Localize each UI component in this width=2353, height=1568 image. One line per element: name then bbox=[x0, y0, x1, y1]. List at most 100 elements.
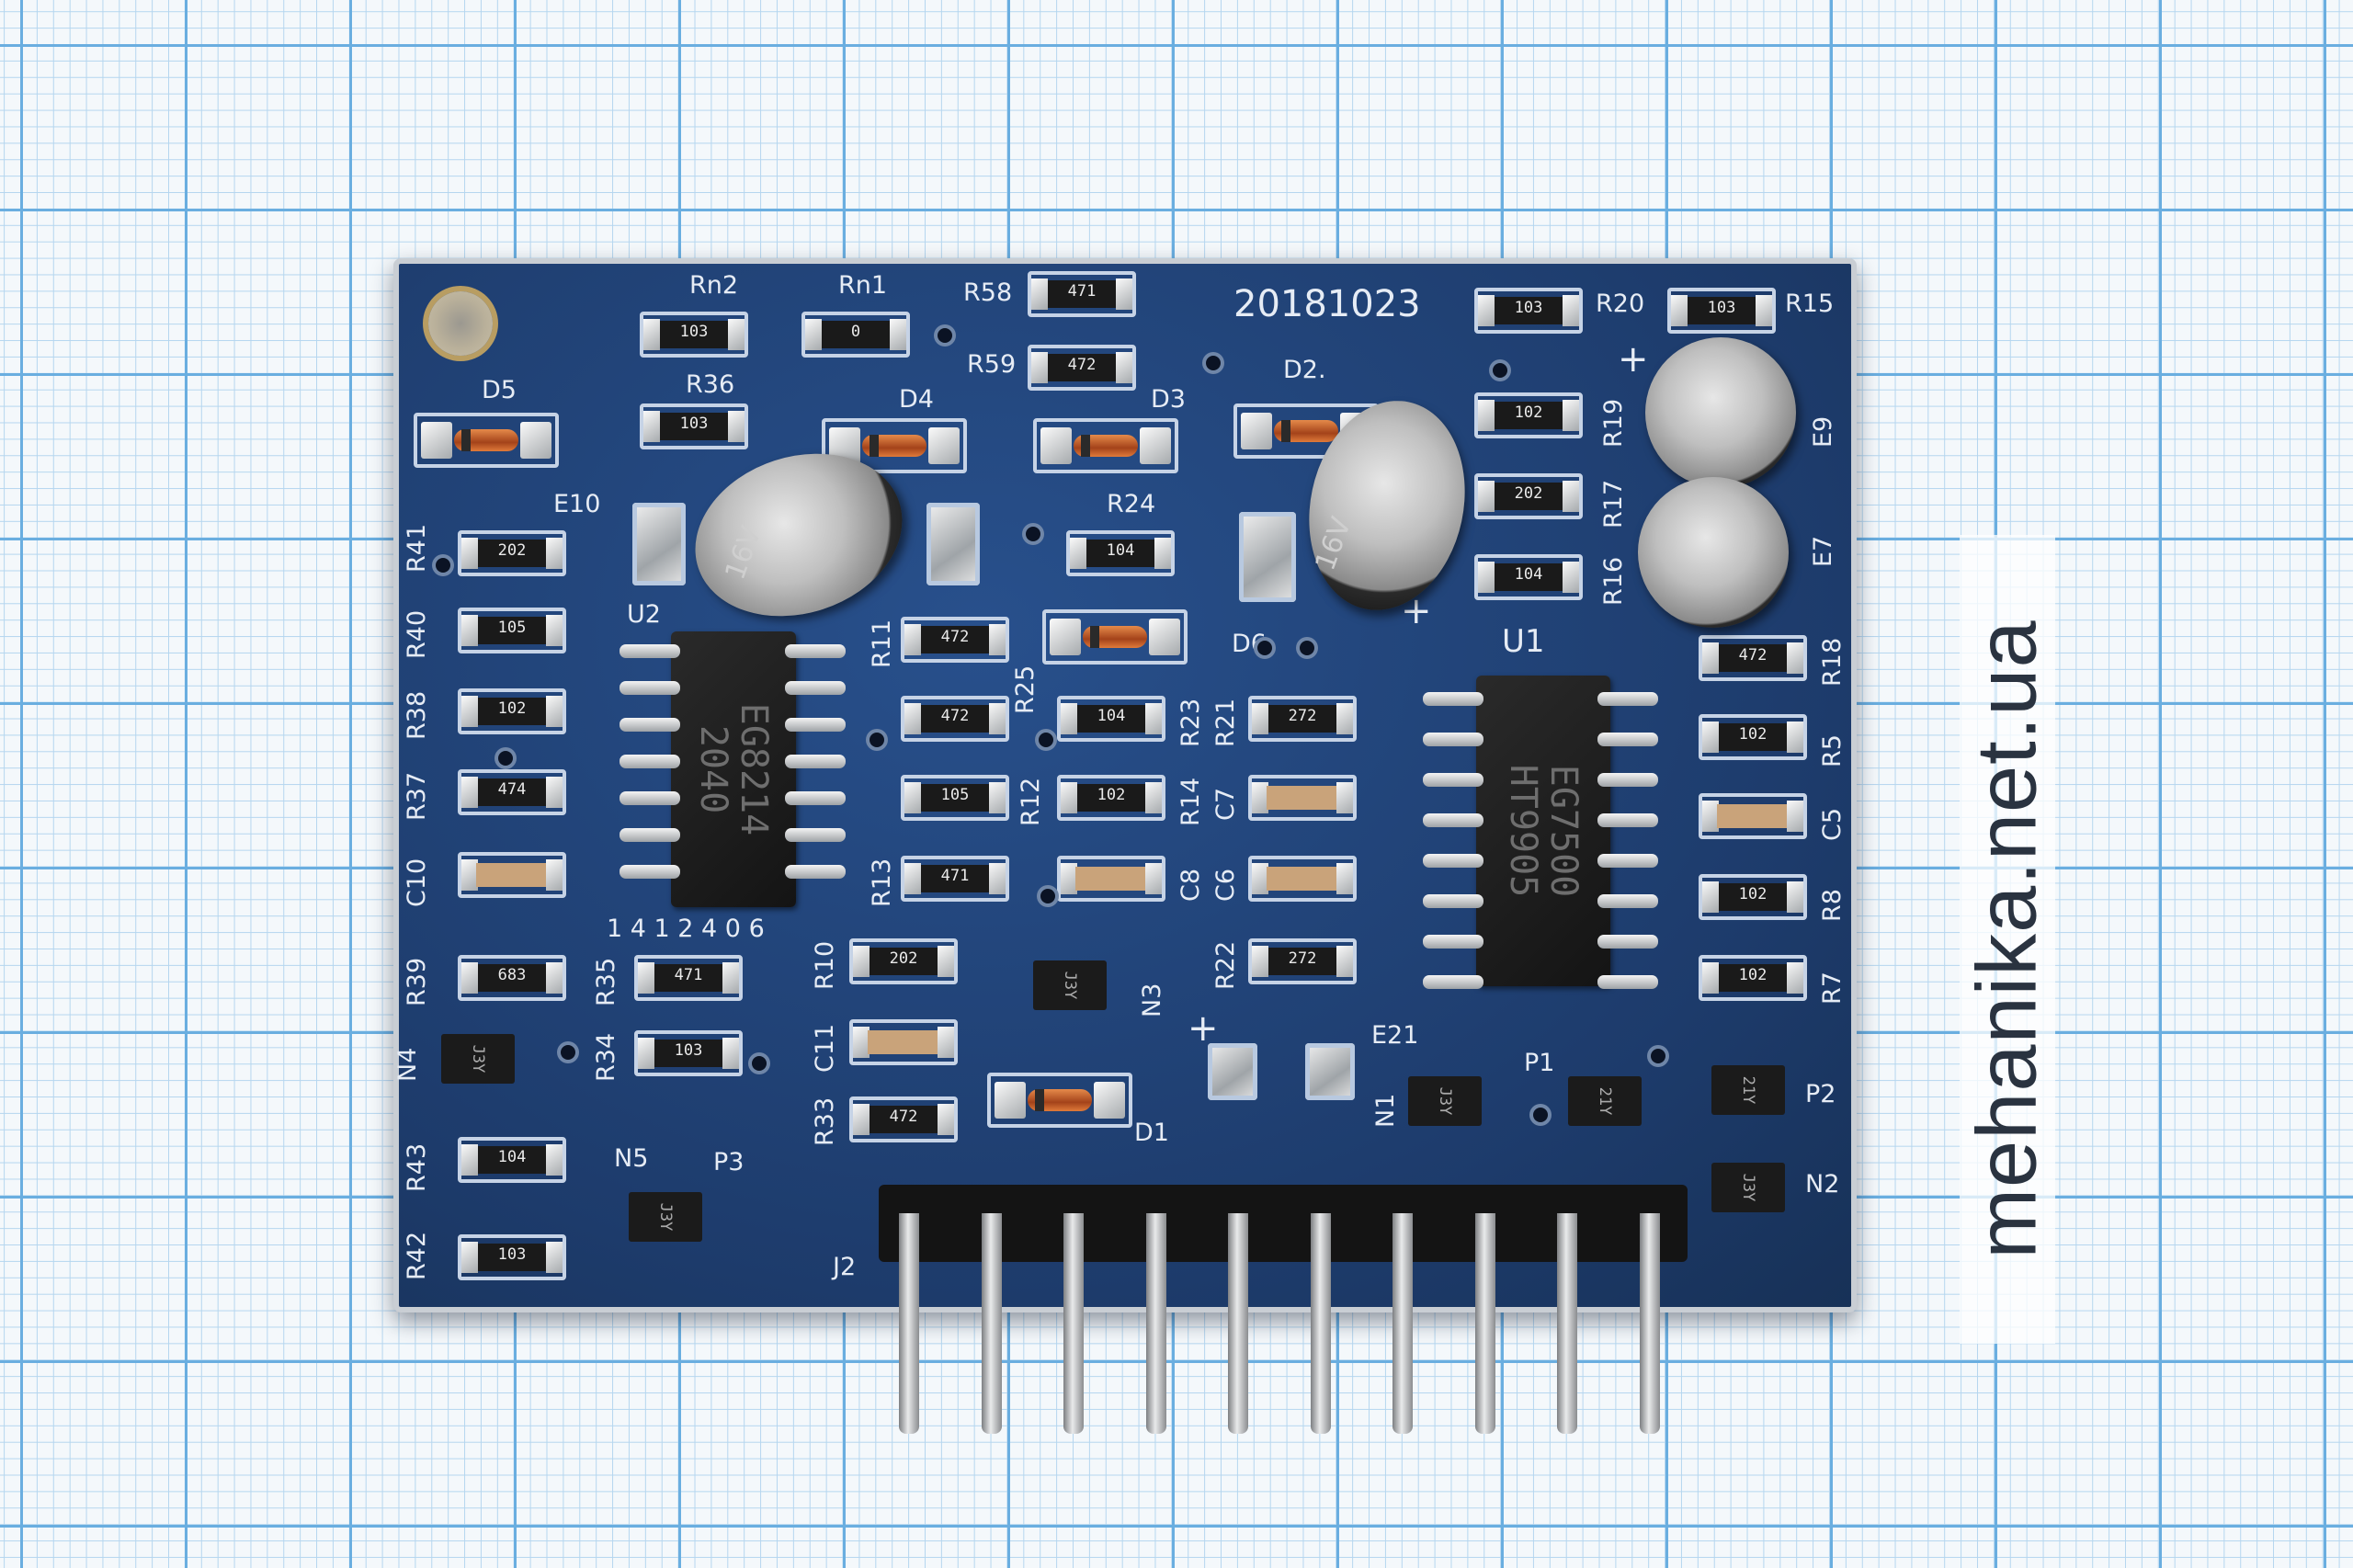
resistor-r18: 472 bbox=[1699, 635, 1807, 681]
label-r7: R7 bbox=[1818, 971, 1847, 1005]
label-c7: C7 bbox=[1211, 787, 1240, 821]
resistor-r23: 104 bbox=[1057, 696, 1165, 742]
ic-u2-lead bbox=[620, 828, 680, 842]
label-r15: R15 bbox=[1785, 290, 1835, 318]
label-r39: R39 bbox=[403, 957, 431, 1006]
label-r23: R23 bbox=[1176, 698, 1205, 747]
ic-u2-lead bbox=[785, 755, 846, 768]
resistor-r34: 103 bbox=[634, 1030, 743, 1076]
ic-u1-lead bbox=[1597, 854, 1658, 868]
label-r16: R16 bbox=[1599, 556, 1628, 606]
via bbox=[498, 751, 513, 766]
label-r58: R58 bbox=[963, 278, 1013, 307]
resistor-r37: 474 bbox=[458, 769, 566, 815]
resistor-r40: 105 bbox=[458, 608, 566, 653]
resistor-r16: 104 bbox=[1474, 554, 1583, 600]
label-r37: R37 bbox=[403, 771, 431, 821]
electrolytic-cap-e7 bbox=[1638, 477, 1789, 628]
resistor-r17: 202 bbox=[1474, 473, 1583, 519]
label-c6: C6 bbox=[1211, 868, 1240, 902]
resistor-r10: 202 bbox=[849, 938, 958, 984]
transistor-n3: J3Y bbox=[1033, 960, 1107, 1010]
resistor-r43: 104 bbox=[458, 1137, 566, 1183]
capacitor-c6 bbox=[1248, 856, 1357, 902]
ic-u1-marking: EG7500 HT9905 bbox=[1502, 764, 1585, 898]
label-r38: R38 bbox=[403, 690, 431, 740]
resistor-r25: 472 bbox=[901, 696, 1009, 742]
header-pin bbox=[1228, 1213, 1248, 1434]
watermark: mehanika.net.ua bbox=[1960, 535, 2055, 1344]
via bbox=[1533, 1108, 1548, 1122]
resistor-r11: 472 bbox=[901, 617, 1009, 663]
resistor-r41: 202 bbox=[458, 530, 566, 576]
ic-u2-lead bbox=[620, 644, 680, 658]
ic-u2-lead bbox=[620, 755, 680, 768]
header-pin bbox=[1145, 1213, 1166, 1434]
header-pin bbox=[1063, 1213, 1084, 1434]
capacitor-c11 bbox=[849, 1019, 958, 1065]
resistor-r38: 102 bbox=[458, 688, 566, 734]
label-d2: D2. bbox=[1283, 356, 1326, 384]
label-r18: R18 bbox=[1818, 637, 1847, 687]
label-n5: N5 bbox=[614, 1144, 649, 1173]
ic-u1-lead bbox=[1597, 975, 1658, 989]
ic-u1-lead bbox=[1423, 975, 1483, 989]
label-n4: N4 bbox=[393, 1047, 422, 1082]
header-pin bbox=[1310, 1213, 1331, 1434]
ic-u1-lead bbox=[1597, 692, 1658, 706]
header-pin bbox=[981, 1213, 1002, 1434]
label-p2: P2 bbox=[1805, 1080, 1836, 1108]
label-e9: E9 bbox=[1809, 415, 1837, 448]
label-e21: E21 bbox=[1371, 1021, 1419, 1050]
header-pin bbox=[899, 1213, 919, 1434]
label-c8: C8 bbox=[1176, 868, 1205, 902]
via bbox=[1300, 641, 1314, 655]
ic-u2-lead bbox=[620, 681, 680, 695]
via bbox=[1206, 356, 1221, 370]
ic-u2-lead bbox=[785, 718, 846, 732]
plus-e21: + bbox=[1188, 1007, 1219, 1050]
header-pin bbox=[1557, 1213, 1577, 1434]
label-d3: D3 bbox=[1151, 385, 1186, 414]
via bbox=[752, 1056, 767, 1071]
label-j2: J2 bbox=[833, 1253, 857, 1281]
ic-u1: EG7500 HT9905 bbox=[1476, 676, 1610, 986]
label-r21: R21 bbox=[1211, 698, 1240, 747]
ic-u1-lead bbox=[1423, 854, 1483, 868]
label-r20: R20 bbox=[1596, 290, 1645, 318]
ic-u2-lead bbox=[785, 865, 846, 879]
ic-u1-lead bbox=[1423, 935, 1483, 949]
resistor-r24: 104 bbox=[1066, 530, 1175, 576]
label-r8: R8 bbox=[1818, 889, 1847, 922]
plus-e9: + bbox=[1618, 338, 1649, 381]
via bbox=[1493, 363, 1507, 378]
label-r17: R17 bbox=[1599, 479, 1628, 528]
label-c5: C5 bbox=[1818, 807, 1847, 841]
label-d1: D1 bbox=[1134, 1119, 1169, 1147]
ic-u1-lead bbox=[1597, 935, 1658, 949]
label-r14: R14 bbox=[1176, 777, 1205, 826]
label-r10: R10 bbox=[811, 940, 839, 990]
label-r25: R25 bbox=[1011, 665, 1040, 714]
label-r35: R35 bbox=[592, 957, 620, 1006]
resistor-rn2: 103 bbox=[640, 312, 748, 358]
ic-u1-lead bbox=[1423, 894, 1483, 908]
label-c11: C11 bbox=[811, 1023, 839, 1073]
ic-u2-lead bbox=[785, 644, 846, 658]
label-r12: R12 bbox=[1017, 777, 1045, 826]
resistor-r39: 683 bbox=[458, 955, 566, 1001]
mounting-hole bbox=[428, 291, 493, 356]
resistor-r42: 103 bbox=[458, 1234, 566, 1280]
ic-u2-lead bbox=[620, 718, 680, 732]
transistor-n2: J3Y bbox=[1711, 1163, 1785, 1212]
ic-u2-lead bbox=[785, 828, 846, 842]
label-d4: D4 bbox=[899, 385, 934, 414]
label-r24: R24 bbox=[1107, 490, 1156, 518]
label-r11: R11 bbox=[868, 619, 896, 668]
via bbox=[870, 733, 884, 747]
label-r19: R19 bbox=[1599, 398, 1628, 448]
resistor-r7: 102 bbox=[1699, 955, 1807, 1001]
label-rn2: Rn2 bbox=[689, 271, 739, 300]
ic-u2-lead bbox=[620, 791, 680, 805]
ic-u1-lead bbox=[1597, 894, 1658, 908]
